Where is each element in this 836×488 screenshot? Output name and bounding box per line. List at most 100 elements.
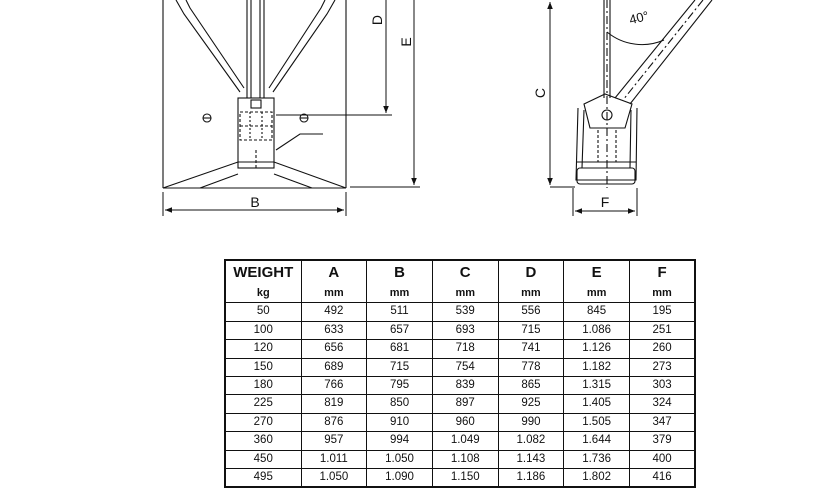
table-cell: 1.405: [563, 394, 630, 414]
column-header-e: E: [563, 259, 630, 285]
table-row: 270 876 910 960 990 1.505 347: [224, 413, 696, 433]
table-cell: 1.086: [563, 321, 630, 341]
table-cell: 994: [366, 431, 433, 451]
table-cell: 865: [497, 376, 565, 396]
table-cell: 180: [224, 376, 302, 396]
table-cell: 795: [366, 376, 433, 396]
column-header-a: A: [300, 259, 368, 285]
table-cell: 225: [224, 394, 302, 414]
table-cell: 960: [431, 413, 499, 433]
table-cell: 539: [431, 302, 499, 322]
table-cell: 1.505: [563, 413, 630, 433]
table-row: 495 1.050 1.090 1.150 1.186 1.802 416: [224, 468, 696, 488]
table-cell: 450: [224, 450, 302, 470]
table-cell: 556: [497, 302, 565, 322]
column-unit-weight: kg: [224, 285, 302, 304]
table-cell: 379: [628, 431, 696, 451]
table-cell: 656: [300, 339, 368, 359]
table-cell: 957: [300, 431, 368, 451]
column-unit-a: mm: [300, 285, 368, 304]
table-cell: 1.802: [563, 468, 630, 488]
table-cell: 50: [224, 302, 302, 322]
column-header-d: D: [497, 259, 565, 285]
side-view-dimensions: [547, 1, 638, 216]
table-cell: 1.186: [497, 468, 565, 488]
table-cell: 273: [628, 358, 696, 378]
column-header-weight: WEIGHT: [224, 259, 302, 285]
column-unit-b: mm: [366, 285, 433, 304]
table-cell: 910: [366, 413, 433, 433]
table-cell: 100: [224, 321, 302, 341]
table-cell: 925: [497, 394, 565, 414]
table-cell: 303: [628, 376, 696, 396]
table-cell: 400: [628, 450, 696, 470]
table-cell: 1.108: [431, 450, 499, 470]
table-cell: 715: [366, 358, 433, 378]
table-cell: 270: [224, 413, 302, 433]
table-cell: 1.150: [431, 468, 499, 488]
table-body: 50 492 511 539 556 845 195 100 633 657 6…: [224, 302, 696, 488]
table-cell: 819: [300, 394, 368, 414]
table-cell: 492: [300, 302, 368, 322]
table-cell: 1.011: [300, 450, 368, 470]
table-row: 100 633 657 693 715 1.086 251: [224, 321, 696, 341]
table-row: 450 1.011 1.050 1.108 1.143 1.736 400: [224, 450, 696, 470]
table-cell: 766: [300, 376, 368, 396]
table-cell: 657: [366, 321, 433, 341]
column-header-c: C: [431, 259, 499, 285]
table-cell: 1.644: [563, 431, 630, 451]
table-cell: 1.049: [431, 431, 499, 451]
table-cell: 416: [628, 468, 696, 488]
column-unit-e: mm: [563, 285, 630, 304]
table-cell: 251: [628, 321, 696, 341]
table-cell: 260: [628, 339, 696, 359]
table-cell: 120: [224, 339, 302, 359]
table-cell: 693: [431, 321, 499, 341]
table-cell: 715: [497, 321, 565, 341]
table-cell: 1.090: [366, 468, 433, 488]
table-header-row: WEIGHT A B C D E F: [224, 259, 696, 285]
table-cell: 754: [431, 358, 499, 378]
table-cell: 990: [497, 413, 565, 433]
table-unit-row: kg mm mm mm mm mm mm: [224, 285, 696, 304]
anchor-front-view: [162, 0, 347, 189]
table-cell: 1.050: [300, 468, 368, 488]
table-row: 120 656 681 718 741 1.126 260: [224, 339, 696, 359]
table-row: 50 492 511 539 556 845 195: [224, 302, 696, 322]
table-cell: 718: [431, 339, 499, 359]
table-cell: 1.126: [563, 339, 630, 359]
anchor-side-view: [575, 0, 713, 188]
table-cell: 511: [366, 302, 433, 322]
table-cell: 845: [563, 302, 630, 322]
anchor-dimension-table: WEIGHT A B C D E F kg mm mm mm mm mm mm …: [224, 259, 697, 488]
table-cell: 633: [300, 321, 368, 341]
table-cell: 897: [431, 394, 499, 414]
table-row: 180 766 795 839 865 1.315 303: [224, 376, 696, 396]
dimension-c-label: C: [532, 88, 548, 98]
table-cell: 1.050: [366, 450, 433, 470]
dimension-d-label: D: [369, 15, 385, 25]
table-cell: 681: [366, 339, 433, 359]
table-cell: 495: [224, 468, 302, 488]
column-unit-c: mm: [431, 285, 499, 304]
column-header-f: F: [628, 259, 696, 285]
table-cell: 850: [366, 394, 433, 414]
dimension-f-label: F: [601, 194, 610, 210]
table-cell: 1.315: [563, 376, 630, 396]
table-cell: 195: [628, 302, 696, 322]
table-cell: 778: [497, 358, 565, 378]
table-cell: 150: [224, 358, 302, 378]
front-view-dimensions: [162, 0, 420, 216]
dimension-b-label: B: [250, 194, 259, 210]
table-cell: 324: [628, 394, 696, 414]
column-unit-d: mm: [497, 285, 565, 304]
table-cell: 360: [224, 431, 302, 451]
table-row: 225 819 850 897 925 1.405 324: [224, 394, 696, 414]
table-cell: 1.143: [497, 450, 565, 470]
dimension-e-label: E: [398, 37, 414, 46]
table-cell: 839: [431, 376, 499, 396]
table-cell: 876: [300, 413, 368, 433]
table-cell: 689: [300, 358, 368, 378]
table-cell: 741: [497, 339, 565, 359]
table-cell: 1.082: [497, 431, 565, 451]
